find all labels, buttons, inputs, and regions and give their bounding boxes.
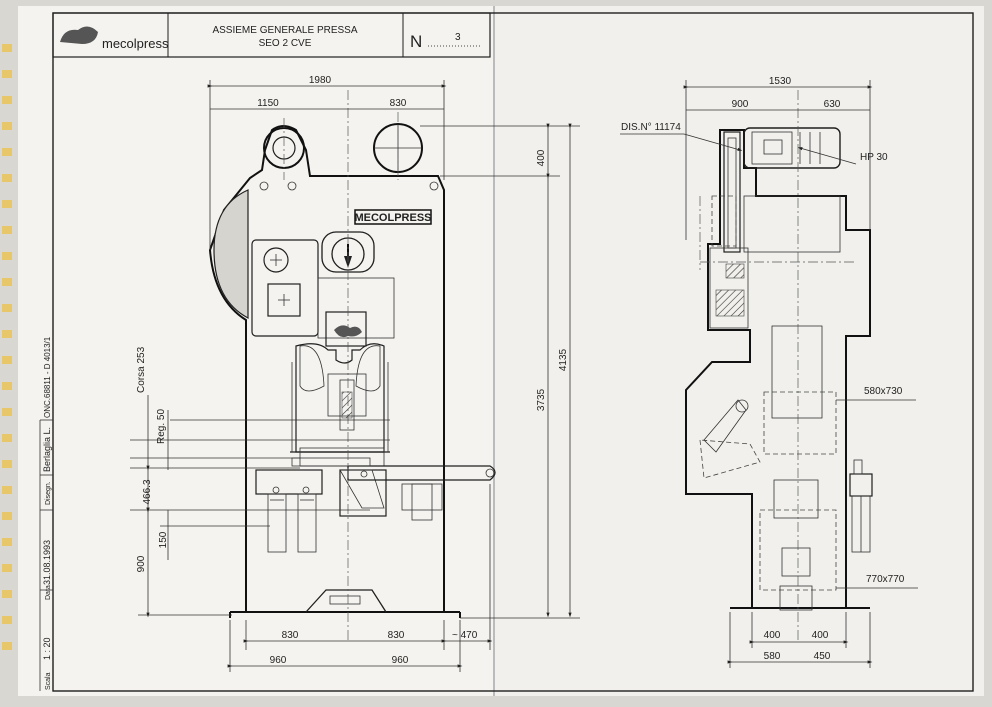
dim-900: 900 — [136, 555, 147, 572]
dim-reg: Reg. 50 — [156, 409, 167, 444]
dim-830-left: 830 — [282, 630, 299, 641]
control-knob-icon — [263, 247, 289, 273]
date-label: Data — [45, 585, 52, 600]
dim-900-side: 900 — [732, 99, 749, 110]
dim-1150: 1150 — [257, 98, 279, 109]
dim-830-top: 830 — [390, 98, 407, 109]
dim-400-side-left: 400 — [764, 630, 781, 641]
side-info-strip: Scala 1 : 20 Data 31.08.1993 Disegn. Ber… — [39, 336, 53, 691]
company-name: mecolpress — [102, 36, 169, 51]
dim-corsa: Corsa 253 — [136, 346, 147, 393]
scale-label: Scala — [45, 672, 52, 690]
window-770x770: 770x770 — [866, 574, 905, 585]
title-block: mecolpress ASSIEME GENERALE PRESSA SEO 2… — [52, 12, 491, 58]
dim-580: 580 — [764, 651, 781, 662]
dim-466: 466.3 — [142, 479, 153, 504]
reference-code: ONC.68811 - D 4013/1 — [43, 336, 52, 418]
drawing-ref: DIS.N° 11174 — [621, 122, 681, 133]
window-580x730: 580x730 — [864, 386, 903, 397]
flywheel — [213, 189, 249, 319]
side-view-machine — [685, 90, 873, 640]
drawn-value: Berlaglia L. — [42, 427, 52, 472]
brand-plate — [354, 209, 432, 225]
front-view-machine: MECOLPRESS — [208, 90, 496, 640]
feeder-arm — [347, 465, 496, 481]
drawing-frame — [52, 12, 974, 692]
motor-power: HP 30 — [860, 152, 888, 163]
binding-rings — [2, 44, 12, 650]
dim-960-left: 960 — [270, 655, 287, 666]
number-value: 3 — [455, 32, 461, 43]
side-view-dimensions: 1530 900 630 DIS.N° 11174 HP 30 580x730 … — [620, 76, 918, 668]
dim-470: ~ 470 — [452, 630, 478, 641]
dim-400-top: 400 — [536, 149, 547, 166]
dim-450: 450 — [814, 651, 831, 662]
company-logo-icon — [60, 26, 98, 44]
dim-1530: 1530 — [769, 76, 792, 87]
dim-960-right: 960 — [392, 655, 409, 666]
dim-1980: 1980 — [309, 75, 332, 86]
dim-630: 630 — [824, 99, 841, 110]
date-value: 31.08.1993 — [42, 540, 52, 585]
front-view-dimensions: 1980 1150 830 400 3735 4135 Corsa 253 Re… — [130, 75, 580, 672]
dim-150: 150 — [158, 531, 169, 548]
brand-plate-text: MECOLPRESS — [354, 212, 431, 224]
drawing-subtitle: SEO 2 CVE — [259, 38, 312, 49]
dim-4135: 4135 — [558, 348, 569, 371]
drawing-title: ASSIEME GENERALE PRESSA — [212, 25, 357, 36]
motor — [743, 127, 841, 169]
dim-3735: 3735 — [536, 388, 547, 411]
dim-400-side-right: 400 — [812, 630, 829, 641]
scale-value: 1 : 20 — [42, 637, 52, 660]
drawn-label: Disegn. — [45, 481, 52, 505]
number-label: N — [410, 32, 422, 51]
right-page — [494, 6, 984, 696]
left-page — [18, 6, 494, 696]
dim-830-right: 830 — [388, 630, 405, 641]
